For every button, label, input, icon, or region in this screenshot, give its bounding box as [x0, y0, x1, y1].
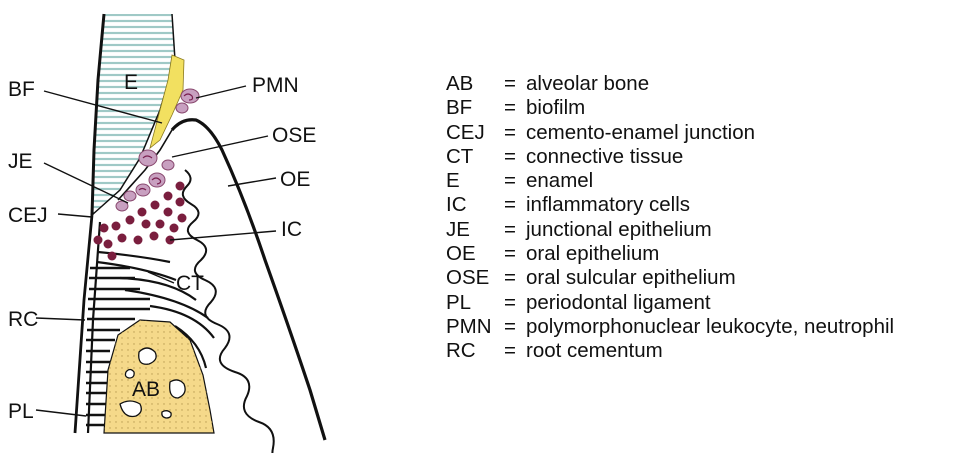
- label-e: E: [124, 71, 138, 94]
- legend-text: root cementum: [526, 339, 663, 363]
- legend-text: oral sulcular epithelium: [526, 266, 736, 290]
- alveolar-bone-texture: [104, 320, 214, 433]
- legend-row: PMN=polymorphonuclear leukocyte, neutrop…: [446, 315, 894, 339]
- label-rc: RC: [8, 308, 38, 331]
- legend-row: JE=junctional epithelium: [446, 218, 894, 242]
- label-cej: CEJ: [8, 204, 48, 227]
- legend-equals: =: [504, 339, 526, 363]
- legend-row: CT=connective tissue: [446, 145, 894, 169]
- legend-equals: =: [504, 145, 526, 169]
- legend-text: alveolar bone: [526, 72, 649, 96]
- legend-row: PL=periodontal ligament: [446, 291, 894, 315]
- legend-equals: =: [504, 218, 526, 242]
- legend-abbr: BF: [446, 96, 504, 120]
- legend-text: inflammatory cells: [526, 193, 690, 217]
- label-ct: CT: [176, 272, 204, 295]
- label-pl: PL: [8, 400, 34, 423]
- legend-text: junctional epithelium: [526, 218, 712, 242]
- legend-equals: =: [504, 242, 526, 266]
- legend-abbr: OE: [446, 242, 504, 266]
- legend-abbr: OSE: [446, 266, 504, 290]
- legend-equals: =: [504, 121, 526, 145]
- legend-equals: =: [504, 169, 526, 193]
- legend-equals: =: [504, 193, 526, 217]
- label-oe: OE: [280, 168, 310, 191]
- legend-row: OE=oral epithelium: [446, 242, 894, 266]
- label-je: JE: [8, 150, 33, 173]
- legend-row: E=enamel: [446, 169, 894, 193]
- label-bf: BF: [8, 78, 35, 101]
- legend-row: OSE=oral sulcular epithelium: [446, 266, 894, 290]
- legend-text: biofilm: [526, 96, 585, 120]
- legend-equals: =: [504, 96, 526, 120]
- legend-text: enamel: [526, 169, 593, 193]
- legend-row: BF=biofilm: [446, 96, 894, 120]
- legend-abbr: E: [446, 169, 504, 193]
- legend-row: CEJ=cemento-enamel junction: [446, 121, 894, 145]
- legend-abbr: PMN: [446, 315, 504, 339]
- legend-abbr: PL: [446, 291, 504, 315]
- legend-abbr: IC: [446, 193, 504, 217]
- legend-abbr: CEJ: [446, 121, 504, 145]
- label-ab: AB: [132, 378, 160, 401]
- legend-abbr: JE: [446, 218, 504, 242]
- legend-equals: =: [504, 266, 526, 290]
- legend-abbr: AB: [446, 72, 504, 96]
- legend-equals: =: [504, 315, 526, 339]
- root-inner-line: [88, 222, 100, 433]
- label-pmn: PMN: [252, 74, 299, 97]
- legend-abbr: CT: [446, 145, 504, 169]
- legend-text: polymorphonuclear leukocyte, neutrophil: [526, 315, 894, 339]
- legend-abbr: RC: [446, 339, 504, 363]
- legend-text: connective tissue: [526, 145, 683, 169]
- legend-row: AB=alveolar bone: [446, 72, 894, 96]
- legend-row: IC=inflammatory cells: [446, 193, 894, 217]
- legend-row: RC=root cementum: [446, 339, 894, 363]
- label-ose: OSE: [272, 124, 316, 147]
- legend-equals: =: [504, 291, 526, 315]
- label-ic: IC: [281, 218, 302, 241]
- legend-text: oral epithelium: [526, 242, 659, 266]
- legend-equals: =: [504, 72, 526, 96]
- legend-text: cemento-enamel junction: [526, 121, 755, 145]
- legend-text: periodontal ligament: [526, 291, 711, 315]
